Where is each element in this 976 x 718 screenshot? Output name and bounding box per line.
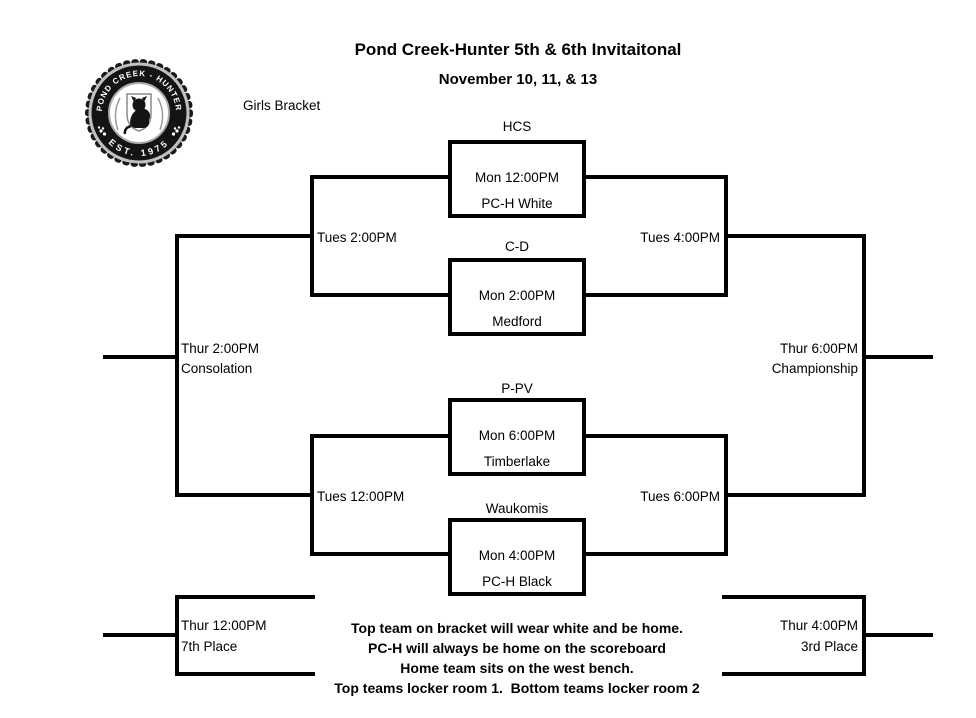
game1-bottom-team-label: PC-H White — [481, 196, 553, 211]
championship-stub-line — [862, 355, 933, 359]
consolation-time-label: Thur 2:00PM — [181, 341, 260, 356]
seventh-place-top-line — [175, 595, 315, 599]
third-place-bottom-line — [722, 672, 862, 676]
game2-left-feeder-line — [310, 293, 448, 297]
third-place-time-label: Thur 4:00PM — [779, 618, 858, 633]
semi-right-bottom-line — [724, 493, 862, 497]
game1-left-feeder-line — [310, 175, 448, 179]
third-place-stub-line — [862, 633, 933, 637]
game4-top-team-label: Waukomis — [485, 501, 549, 516]
game1-top-team-label: HCS — [502, 119, 532, 134]
championship-label: Championship — [771, 361, 858, 376]
game1-box: Mon 12:00PM PC-H White — [448, 140, 586, 218]
notes-block: Top team on bracket will wear white and … — [217, 618, 817, 698]
game3-bottom-team-label: Timberlake — [483, 454, 551, 469]
semi-right-top-time-label: Tues 4:00PM — [640, 230, 720, 245]
game4-bottom-team-label: PC-H Black — [482, 574, 552, 589]
game3-right-feeder-line — [586, 434, 724, 438]
game1-right-feeder-line — [586, 175, 724, 179]
seventh-place-label: 7th Place — [181, 639, 238, 654]
semi-left-top-time-label: Tues 2:00PM — [317, 230, 397, 245]
note-line-1: Top team on bracket will wear white and … — [351, 620, 683, 636]
game4-box: Mon 4:00PM PC-H Black — [448, 518, 586, 596]
game2-time: Mon 2:00PM — [478, 288, 556, 303]
shield-icon — [126, 93, 152, 132]
game3-left-feeder-line — [310, 434, 448, 438]
seventh-place-stub-line — [103, 633, 175, 637]
page-title: Pond Creek-Hunter 5th & 6th Invitaitonal — [354, 40, 682, 59]
semi-right-top-line — [724, 234, 862, 238]
seventh-place-time-label: Thur 12:00PM — [181, 618, 267, 633]
game2-top-team-label: C-D — [505, 239, 529, 254]
consolation-label: Consolation — [181, 361, 253, 376]
panther-seal-icon: POND CREEK - HUNTER EST. 1975 — [85, 59, 193, 167]
panther-icon — [123, 96, 151, 135]
game1-time: Mon 12:00PM — [474, 170, 560, 185]
semi-left-bottom-time-label: Tues 12:00PM — [317, 489, 405, 504]
game2-bottom-team-label: Medford — [492, 314, 542, 329]
game3-box: Mon 6:00PM Timberlake — [448, 398, 586, 476]
laurel-left — [114, 97, 121, 131]
note-line-2: PC-H will always be home on the scoreboa… — [368, 640, 666, 656]
semi-left-bottom-line — [175, 493, 314, 497]
consolation-connector-line — [175, 234, 179, 497]
paw-print-icon — [171, 126, 181, 136]
seventh-place-bottom-line — [175, 672, 315, 676]
school-seal-logo: POND CREEK - HUNTER EST. 1975 — [84, 58, 194, 168]
game4-left-feeder-line — [310, 552, 448, 556]
laurel-right — [157, 97, 164, 131]
third-place-top-line — [722, 595, 862, 599]
bracket-label: Girls Bracket — [243, 98, 321, 113]
consolation-stub-line — [103, 355, 175, 359]
note-line-4: Top teams locker room 1. Bottom teams lo… — [334, 680, 700, 696]
paw-print-icon — [97, 126, 107, 136]
game2-box: Mon 2:00PM Medford — [448, 258, 586, 336]
seventh-place-connector-line — [175, 595, 179, 676]
game4-right-feeder-line — [586, 552, 724, 556]
third-place-label: 3rd Place — [800, 639, 858, 654]
championship-time-label: Thur 6:00PM — [779, 341, 858, 356]
game2-right-feeder-line — [586, 293, 724, 297]
note-line-3: Home team sits on the west bench. — [400, 660, 634, 676]
game3-top-team-label: P-PV — [501, 381, 533, 396]
page-subtitle: November 10, 11, & 13 — [438, 71, 598, 88]
semi-right-bottom-time-label: Tues 6:00PM — [640, 489, 720, 504]
championship-connector-line — [862, 234, 866, 497]
game3-time: Mon 6:00PM — [478, 428, 556, 443]
semi-left-top-line — [175, 234, 314, 238]
game4-time: Mon 4:00PM — [478, 548, 556, 563]
